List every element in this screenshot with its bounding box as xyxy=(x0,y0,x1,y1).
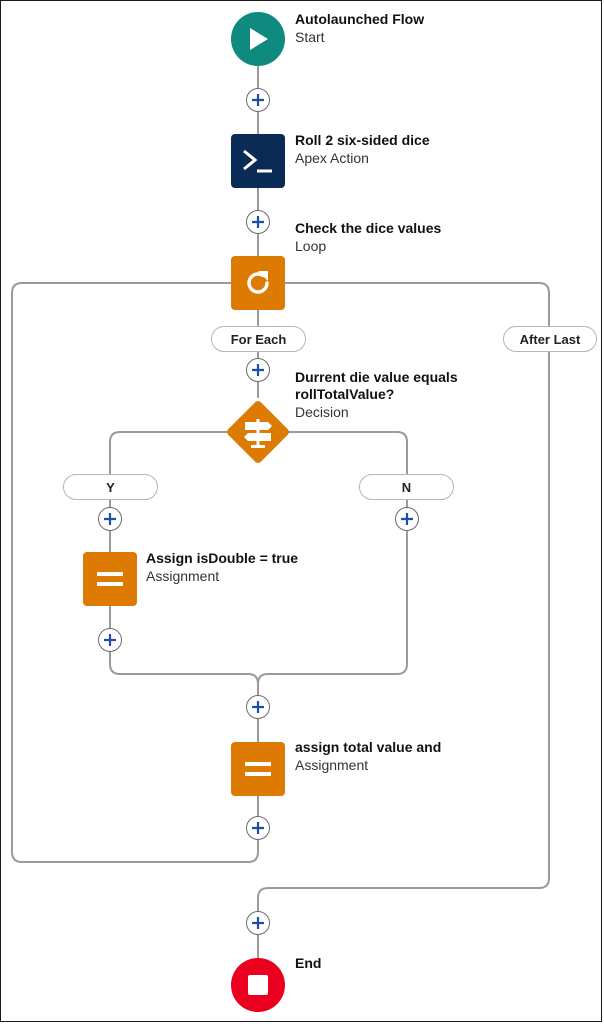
start-node[interactable] xyxy=(231,12,285,66)
add-element-button[interactable] xyxy=(246,695,270,719)
connector-yes-merge xyxy=(109,606,259,685)
assign-double-subtitle: Assignment xyxy=(146,568,220,584)
assign-total-subtitle: Assignment xyxy=(295,757,369,773)
play-icon xyxy=(250,28,268,50)
add-element-button[interactable] xyxy=(246,88,270,112)
loop-title: Check the dice values xyxy=(295,220,442,236)
decision-node[interactable] xyxy=(227,401,289,463)
yes-outcome-label: Y xyxy=(63,474,158,500)
apex-title: Roll 2 six-sided dice xyxy=(295,132,430,148)
plus-icon xyxy=(252,216,264,228)
plus-icon xyxy=(401,513,413,525)
refresh-icon xyxy=(247,271,269,294)
decision-title-line1: Durrent die value equals xyxy=(295,369,458,385)
assign-total-node[interactable] xyxy=(231,742,285,796)
apex-subtitle: Apex Action xyxy=(295,150,369,166)
no-outcome-label: N xyxy=(359,474,454,500)
connector-after-last xyxy=(257,282,550,960)
add-element-button[interactable] xyxy=(98,628,122,652)
decision-title-line2: rollTotalValue? xyxy=(295,386,395,402)
start-title: Autolaunched Flow xyxy=(295,11,425,27)
equals-icon xyxy=(245,762,271,776)
decision-subtitle: Decision xyxy=(295,404,349,420)
end-title: End xyxy=(295,955,322,971)
connector-yes-branch xyxy=(109,431,231,552)
stop-icon xyxy=(248,975,268,995)
plus-icon xyxy=(252,701,264,713)
terminal-prompt-icon xyxy=(243,149,272,173)
end-node[interactable] xyxy=(231,958,285,1012)
start-subtitle: Start xyxy=(295,29,325,45)
add-element-button[interactable] xyxy=(246,911,270,935)
plus-icon xyxy=(252,364,264,376)
for-each-label: For Each xyxy=(211,326,306,352)
equals-icon xyxy=(97,572,123,586)
apex-action-node[interactable] xyxy=(231,134,285,188)
plus-icon xyxy=(252,94,264,106)
plus-icon xyxy=(252,822,264,834)
loop-subtitle: Loop xyxy=(295,238,327,254)
add-element-button[interactable] xyxy=(246,816,270,840)
after-last-label: After Last xyxy=(503,326,597,352)
loop-node[interactable] xyxy=(231,256,285,310)
plus-icon xyxy=(104,513,116,525)
assign-double-node[interactable] xyxy=(83,552,137,606)
assign-double-title: Assign isDouble = true xyxy=(146,550,299,566)
connector-loop-back xyxy=(11,282,259,863)
signpost-icon xyxy=(244,419,272,448)
plus-icon xyxy=(104,634,116,646)
add-element-button[interactable] xyxy=(246,210,270,234)
add-element-button[interactable] xyxy=(98,507,122,531)
add-element-button[interactable] xyxy=(246,358,270,382)
decision-diamond xyxy=(227,401,289,463)
connector-no-branch xyxy=(257,431,408,685)
add-element-button[interactable] xyxy=(395,507,419,531)
assign-total-title: assign total value and xyxy=(295,739,442,755)
plus-icon xyxy=(252,917,264,929)
